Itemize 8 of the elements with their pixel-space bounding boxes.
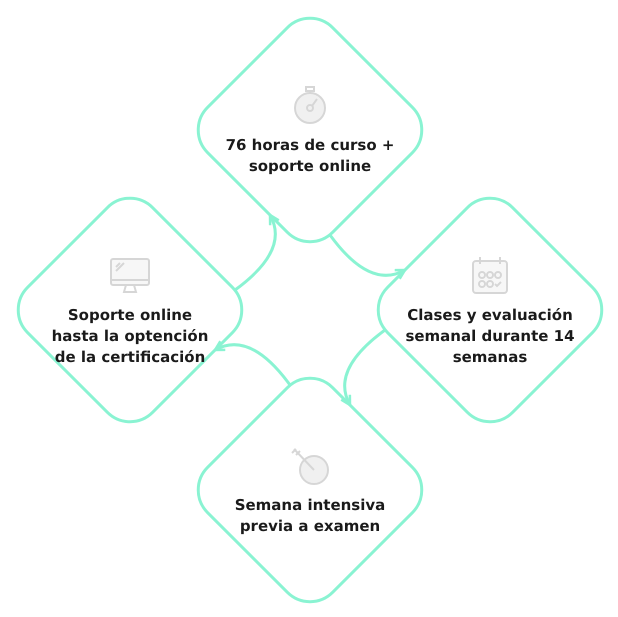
curved-arrow bbox=[234, 214, 280, 292]
curved-arrow bbox=[214, 340, 292, 386]
step-label: 76 horas de curso + soporte online bbox=[224, 135, 396, 177]
curved-arrow bbox=[340, 328, 386, 406]
step-label: Clases y evaluación semanal durante 14 semanas bbox=[404, 304, 576, 368]
curved-arrow bbox=[328, 234, 406, 280]
step-label: Semana intensiva previa a examen bbox=[234, 495, 386, 537]
step-label: Soporte online hasta la optención de la certificación bbox=[50, 304, 210, 368]
